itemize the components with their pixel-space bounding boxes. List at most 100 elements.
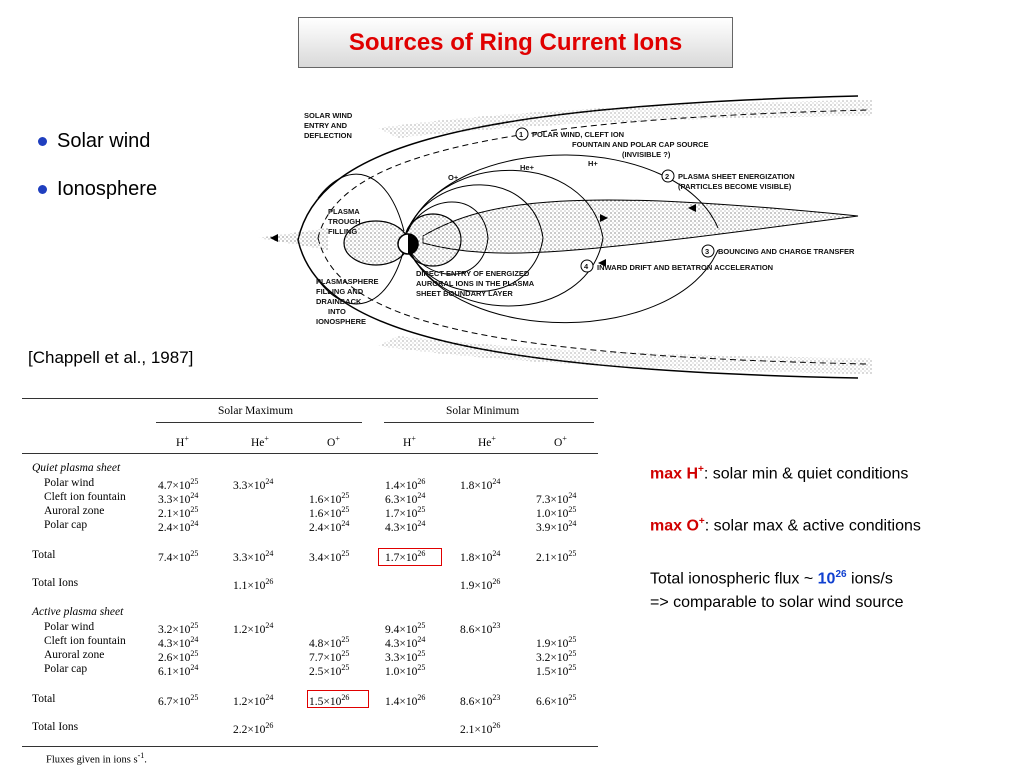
table-cell: 1.0×1025: [385, 663, 426, 678]
table-cell: 4.3×1024: [158, 635, 199, 650]
table-cell: 2.4×1024: [309, 519, 350, 534]
boundary-layer-upper: [317, 109, 869, 239]
row-label: Cleft ion fountain: [44, 491, 126, 503]
table-cell: 4.3×1024: [385, 635, 426, 650]
row-label: Polar wind: [44, 477, 95, 489]
total-cell: 6.6×1025: [536, 693, 577, 708]
total-cell: 1.2×1024: [233, 693, 274, 708]
table-cell: 1.4×1026: [385, 477, 426, 492]
total-ions-cell: 1.1×1026: [233, 577, 274, 592]
total-ions-label: Total Ions: [32, 577, 79, 589]
total-label: Total: [32, 693, 56, 705]
he-plus-label: He+: [520, 163, 535, 172]
table-cell: 1.9×1025: [536, 635, 577, 650]
plasmasphere-label: FILLING AND: [316, 287, 364, 296]
table-cell: 4.8×1025: [309, 635, 350, 650]
boundary-layer-lower: [317, 237, 869, 365]
bullet-dot-icon: [38, 136, 47, 146]
step-number: 3: [705, 247, 709, 256]
o-plus-label: O+: [448, 173, 459, 182]
column-header: He+: [251, 434, 269, 449]
column-header: O+: [554, 434, 567, 449]
magnetopause-upper: [297, 95, 859, 241]
step-number: 2: [665, 172, 669, 181]
table-cell: 3.2×1025: [536, 649, 577, 664]
mantle-lower: [378, 336, 872, 374]
step1-label: POLAR WIND, CLEFT ION: [532, 130, 624, 139]
table-cell: 1.5×1025: [536, 663, 577, 678]
total-cell: 1.7×1026: [385, 549, 426, 564]
total-cell: 7.4×1025: [158, 549, 199, 564]
total-cell: 3.4×1025: [309, 549, 350, 564]
group-header: Solar Minimum: [446, 405, 520, 417]
table-cell: 3.3×1025: [385, 649, 426, 664]
table-cell: 6.3×1024: [385, 491, 426, 506]
table-cell: 1.7×1025: [385, 505, 426, 520]
plasmasphere-label: IONOSPHERE: [316, 317, 366, 326]
table-cell: 1.2×1024: [233, 621, 274, 636]
total-cell: 2.1×1025: [536, 549, 577, 564]
table-cell: 7.7×1025: [309, 649, 350, 664]
mantle-upper: [378, 100, 872, 138]
notes-panel: max H+: solar min & quiet conditions max…: [650, 458, 921, 615]
bullet-dot-icon: [38, 184, 47, 194]
step2-label: PLASMA SHEET ENERGIZATION: [678, 172, 795, 181]
solar-wind-entry-label: DEFLECTION: [304, 131, 352, 140]
row-label: Cleft ion fountain: [44, 635, 126, 647]
table-cell: 3.3×1024: [233, 477, 274, 492]
table-rule-header: [22, 453, 598, 454]
plasma-trough-label: PLASMA: [328, 207, 360, 216]
total-cell: 1.8×1024: [460, 549, 501, 564]
total-cell: 1.5×1026: [309, 693, 350, 708]
direct-entry-label: DIRECT ENTRY OF ENERGIZED: [416, 269, 530, 278]
table-cell: 2.4×1024: [158, 519, 199, 534]
table-cell: 1.6×1025: [309, 491, 350, 506]
table-cell: 3.3×1024: [158, 491, 199, 506]
table-cell: 2.5×1025: [309, 663, 350, 678]
bullet-text: Solar wind: [57, 129, 151, 152]
total-ions-label: Total Ions: [32, 721, 79, 733]
total-cell: 8.6×1023: [460, 693, 501, 708]
plasmasphere-label: DRAINBACK: [316, 297, 362, 306]
table-cell: 7.3×1024: [536, 491, 577, 506]
table-cell: 4.3×1024: [385, 519, 426, 534]
table-cell: 1.6×1025: [309, 505, 350, 520]
column-header: O+: [327, 434, 340, 449]
table-rule-top: [22, 398, 598, 399]
solar-wind-entry-label: ENTRY AND: [304, 121, 348, 130]
table-cell: 2.6×1025: [158, 649, 199, 664]
highlight-box: [307, 690, 369, 708]
table-cell: 8.6×1023: [460, 621, 501, 636]
note-total-flux: Total ionospheric flux ~ 1026 ions/s: [650, 568, 893, 587]
step2-label: (PARTICLES BECOME VISIBLE): [678, 182, 792, 191]
section-title: Active plasma sheet: [32, 606, 124, 618]
row-label: Auroral zone: [44, 505, 105, 517]
total-label: Total: [32, 549, 56, 561]
row-label: Auroral zone: [44, 649, 105, 661]
table-cell: 4.7×1025: [158, 477, 199, 492]
step1-label: (INVISIBLE ?): [622, 150, 671, 159]
citation: [Chappell et al., 1987]: [28, 348, 194, 367]
group-header: Solar Maximum: [218, 405, 294, 417]
group-rule: [384, 422, 594, 423]
column-header: H+: [403, 434, 416, 449]
title-box: Sources of Ring Current Ions: [298, 17, 733, 68]
row-label: Polar wind: [44, 621, 95, 633]
note-max-o: max O+: solar max & active conditions: [650, 516, 921, 535]
step4-label: INWARD DRIFT AND BETATRON ACCELERATION: [597, 263, 773, 272]
total-ions-cell: 2.1×1026: [460, 721, 501, 736]
ion-flux-table: Solar Maximum Solar Minimum H+He+O+H+He+…: [22, 398, 598, 768]
table-cell: 1.0×1025: [536, 505, 577, 520]
solar-wind-inflow: [258, 228, 328, 250]
table-cell: 9.4×1025: [385, 621, 426, 636]
table-cell: 1.8×1024: [460, 477, 501, 492]
row-label: Polar cap: [44, 519, 88, 531]
bullet-item: Ionosphere: [38, 176, 157, 202]
total-cell: 3.3×1024: [233, 549, 274, 564]
row-label: Polar cap: [44, 663, 88, 675]
page-title: Sources of Ring Current Ions: [348, 28, 683, 56]
total-cell: 6.7×1025: [158, 693, 199, 708]
plasma-sheet: [422, 199, 859, 254]
total-ions-cell: 1.9×1026: [460, 577, 501, 592]
plasma-trough-label: TROUGH: [328, 217, 361, 226]
